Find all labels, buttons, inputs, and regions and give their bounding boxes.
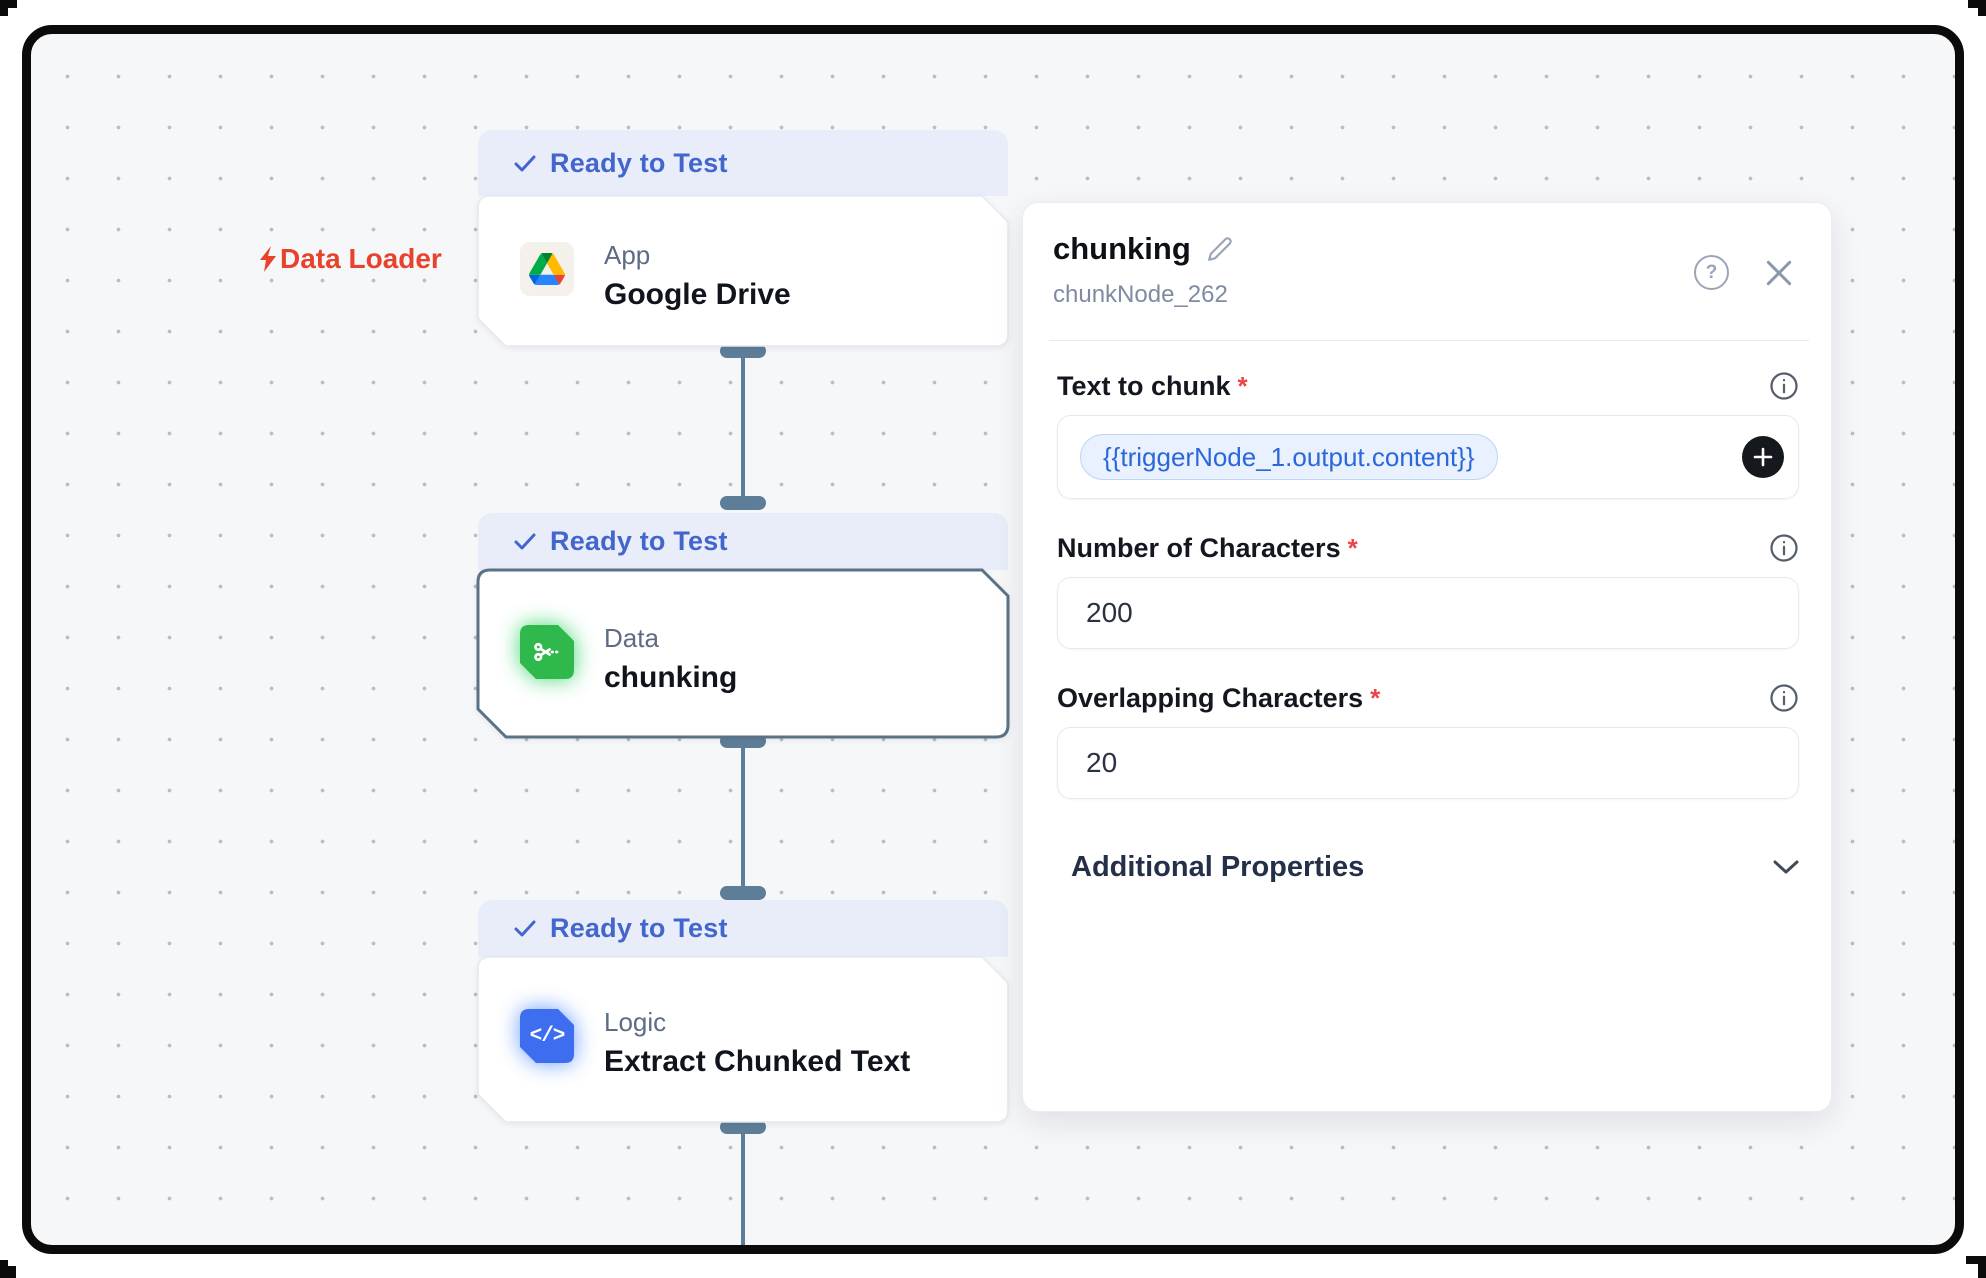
node3-target-handle[interactable] [720,886,766,900]
node1-status-badge: Ready to Test [478,130,1008,196]
node3-source-handle[interactable] [720,1120,766,1134]
cropmark-top-right [1968,0,1986,8]
status-badge-label: Ready to Test [550,526,728,556]
field-label-num-characters: Number of Characters [1057,533,1341,563]
panel-divider [1049,340,1809,341]
node1-source-handle[interactable] [720,344,766,358]
edit-pencil-icon[interactable] [1207,236,1233,262]
edge-node2-node3 [741,742,745,892]
num-characters-input[interactable] [1057,577,1799,649]
scissors-icon [520,625,574,679]
help-icon[interactable]: ? [1694,255,1729,290]
node-extract-chunked-text[interactable]: </> Logic Extract Chunked Text [477,956,1009,1123]
node3-status-badge: Ready to Test [478,900,1008,957]
status-badge-label: Ready to Test [550,913,728,943]
node-category: Data [604,623,659,653]
required-marker: * [1370,683,1381,713]
cropmark-top-right [1978,0,1986,16]
code-icon: </> [520,1009,574,1063]
field-label-text-to-chunk: Text to chunk [1057,371,1231,401]
edge-node3-out [741,1128,745,1248]
chevron-down-icon [1773,860,1799,874]
flow-label-data-loader: Data Loader [258,243,442,275]
required-marker: * [1347,533,1358,563]
plus-icon [1753,447,1773,467]
info-icon[interactable] [1769,683,1799,713]
cropmark-top-left [0,0,17,8]
node-title: Extract Chunked Text [604,1045,911,1078]
node-title: chunking [604,661,738,694]
edge-node1-node2 [741,352,745,502]
panel-node-id: chunkNode_262 [1053,281,1228,308]
node-config-panel: chunking chunkNode_262 ? Text to chunk* [1022,202,1832,1112]
field-label-overlap-characters: Overlapping Characters [1057,683,1364,713]
text-to-chunk-input[interactable]: {{triggerNode_1.output.content}} [1057,415,1799,499]
cropmark-top-left [0,0,8,16]
additional-properties-label: Additional Properties [1071,851,1365,883]
cropmark-bottom-left [0,1260,8,1278]
variable-chip[interactable]: {{triggerNode_1.output.content}} [1080,434,1498,480]
close-icon[interactable] [1763,257,1795,289]
lightning-icon [260,246,276,272]
node2-target-handle[interactable] [720,496,766,510]
overlap-characters-input[interactable] [1057,727,1799,799]
panel-title: chunking [1053,231,1191,266]
additional-properties-toggle[interactable]: Additional Properties [1071,851,1799,884]
node-category: App [604,240,651,270]
node-google-drive[interactable]: App Google Drive [477,195,1009,347]
check-icon [514,920,536,937]
info-icon[interactable] [1769,533,1799,563]
info-icon[interactable] [1769,371,1799,401]
status-badge-label: Ready to Test [550,147,728,178]
add-variable-button[interactable] [1742,436,1784,478]
check-icon [514,533,536,550]
cropmark-bottom-right [1966,1256,1986,1264]
node-title: Google Drive [604,278,791,311]
node-category: Logic [604,1007,667,1037]
google-drive-icon [520,242,574,296]
node2-status-badge: Ready to Test [478,513,1008,570]
required-marker: * [1237,371,1248,401]
node-chunking-selected[interactable]: Data chunking [476,568,1010,739]
check-icon [514,155,536,171]
cropmark-bottom-right [1978,1256,1986,1278]
flow-label-text: Data Loader [280,243,442,274]
